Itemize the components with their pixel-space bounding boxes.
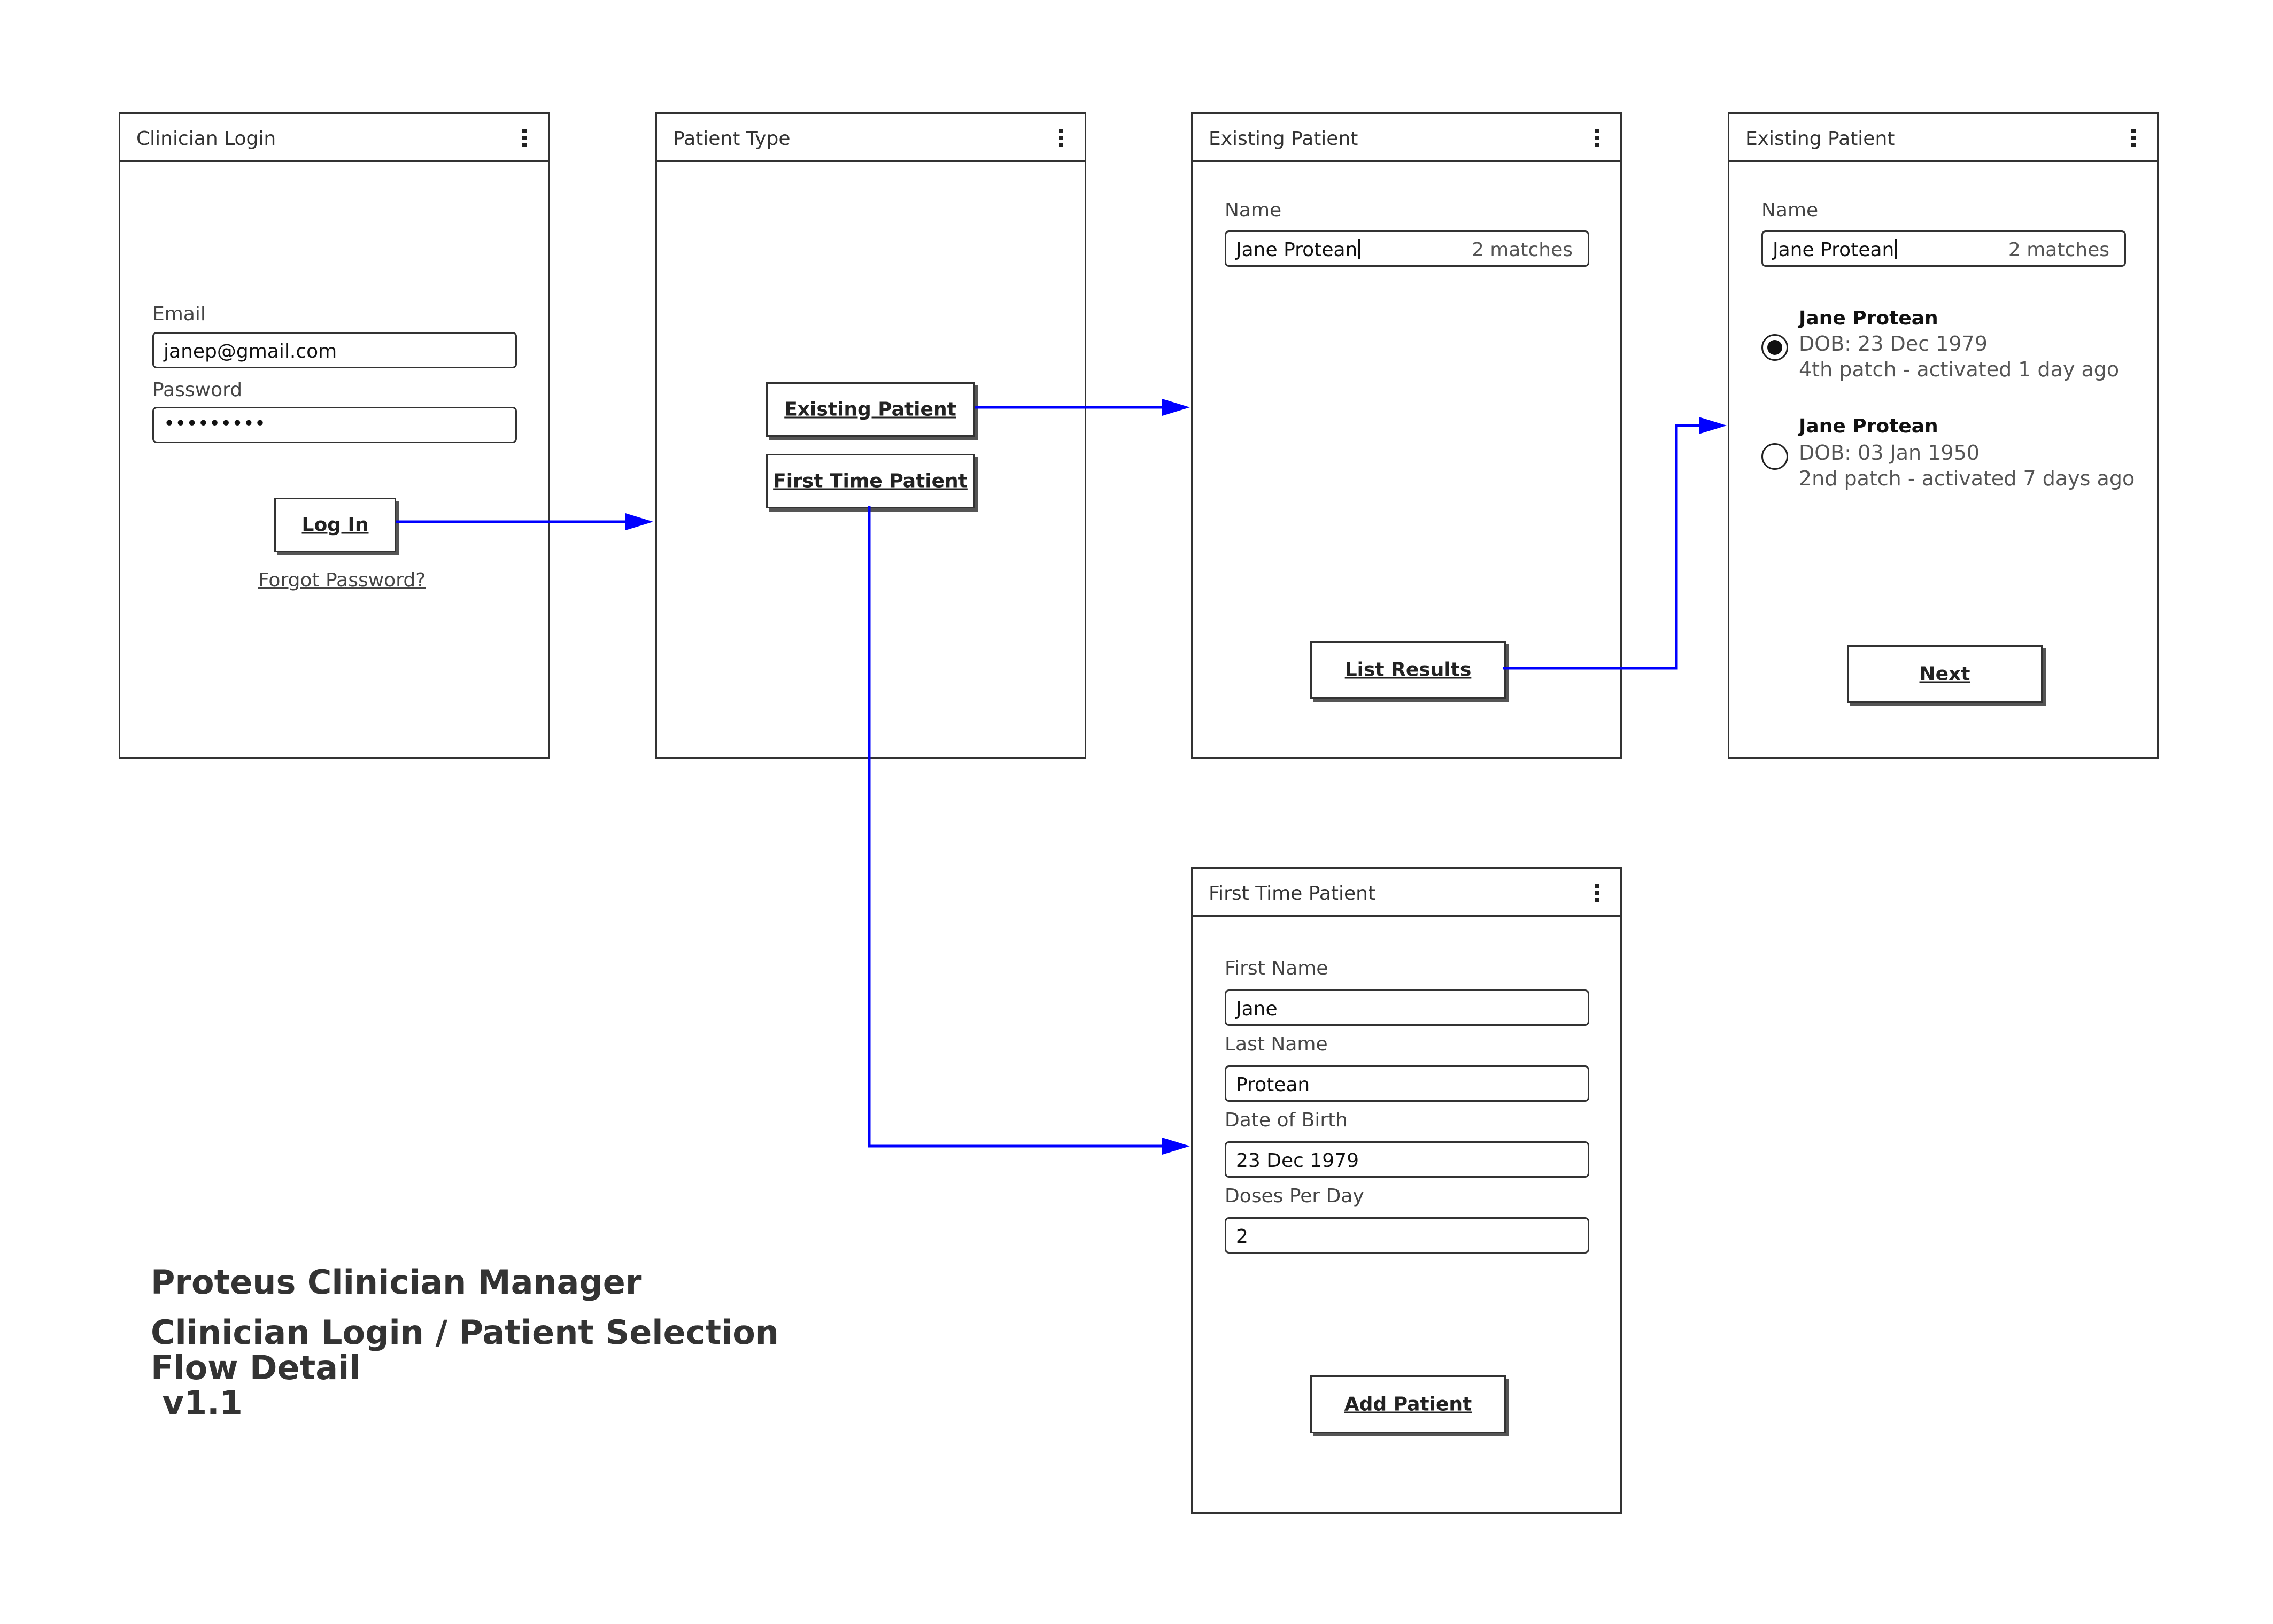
match-count: 2 matches: [1471, 239, 1573, 261]
result-dob-1: DOB: 23 Dec 1979: [1799, 332, 1988, 355]
password-field[interactable]: •••••••••: [152, 407, 517, 443]
arrowhead: [1162, 1138, 1190, 1155]
last-name-field[interactable]: Protean: [1225, 1065, 1589, 1102]
screen-header: Existing Patient: [1193, 114, 1620, 162]
screen-title: Existing Patient: [1745, 128, 1895, 150]
doses-field[interactable]: 2: [1225, 1217, 1589, 1254]
list-results-button-label: List Results: [1344, 659, 1472, 681]
diagram-subtitle-2: Flow Detail: [151, 1348, 361, 1387]
arrowhead: [1699, 417, 1727, 434]
first-name-label: First Name: [1225, 957, 1328, 979]
next-button[interactable]: Next: [1847, 645, 2043, 703]
forgot-password-link[interactable]: Forgot Password?: [258, 569, 426, 591]
screen-patient-type: Patient Type Existing Patient First Time…: [655, 112, 1086, 759]
screen-title: Existing Patient: [1209, 128, 1358, 150]
first-name-field[interactable]: Jane: [1225, 989, 1589, 1026]
kebab-menu-icon[interactable]: [522, 129, 527, 147]
name-search-input[interactable]: Jane Protean 2 matches: [1225, 230, 1589, 267]
result-radio-1[interactable]: [1761, 334, 1788, 361]
next-button-label: Next: [1919, 663, 1970, 685]
dob-field[interactable]: 23 Dec 1979: [1225, 1141, 1589, 1178]
screen-header: Patient Type: [657, 114, 1085, 162]
first-time-patient-button[interactable]: First Time Patient: [766, 454, 975, 508]
add-patient-button-label: Add Patient: [1344, 1393, 1472, 1416]
screen-title: Clinician Login: [136, 128, 276, 150]
diagram-version: v1.1: [151, 1383, 243, 1422]
last-name-label: Last Name: [1225, 1033, 1328, 1055]
password-value: •••••••••: [164, 413, 266, 435]
login-button[interactable]: Log In: [274, 498, 396, 552]
result-patch-1: 4th patch - activated 1 day ago: [1799, 358, 2120, 381]
last-name-value: Protean: [1236, 1074, 1310, 1096]
name-search-value: Jane Protean: [1773, 239, 1897, 261]
email-field[interactable]: janep@gmail.com: [152, 332, 517, 368]
diagram-title: Proteus Clinician Manager: [151, 1263, 642, 1302]
screen-title: First Time Patient: [1209, 883, 1376, 904]
password-label: Password: [152, 379, 243, 401]
dob-label: Date of Birth: [1225, 1109, 1348, 1131]
kebab-menu-icon[interactable]: [1059, 129, 1063, 147]
result-patch-2: 2nd patch - activated 7 days ago: [1799, 467, 2135, 490]
screen-clinician-login: Clinician Login Email janep@gmail.com Pa…: [119, 112, 550, 759]
result-name-1: Jane Protean: [1799, 307, 1938, 329]
list-results-button[interactable]: List Results: [1310, 641, 1506, 699]
kebab-menu-icon[interactable]: [1595, 884, 1599, 902]
name-label: Name: [1225, 199, 1282, 221]
result-name-2: Jane Protean: [1799, 415, 1938, 437]
result-radio-2[interactable]: [1761, 443, 1788, 470]
screen-header: First Time Patient: [1193, 869, 1620, 917]
arrowhead: [625, 513, 653, 530]
first-time-patient-button-label: First Time Patient: [773, 470, 968, 492]
dob-value: 23 Dec 1979: [1236, 1150, 1359, 1172]
diagram-subtitle: Clinician Login / Patient Selection: [151, 1313, 779, 1352]
screen-existing-patient-results: Existing Patient Name Jane Protean 2 mat…: [1728, 112, 2159, 759]
email-value: janep@gmail.com: [164, 341, 337, 362]
doses-label: Doses Per Day: [1225, 1185, 1364, 1207]
first-name-value: Jane: [1236, 998, 1278, 1020]
screen-title: Patient Type: [673, 128, 791, 150]
kebab-menu-icon[interactable]: [1595, 129, 1599, 147]
add-patient-button[interactable]: Add Patient: [1310, 1375, 1506, 1433]
screen-existing-patient-search: Existing Patient Name Jane Protean 2 mat…: [1191, 112, 1622, 759]
arrowhead: [1162, 399, 1190, 416]
name-search-input[interactable]: Jane Protean 2 matches: [1761, 230, 2126, 267]
existing-patient-button[interactable]: Existing Patient: [766, 382, 975, 437]
doses-value: 2: [1236, 1226, 1248, 1248]
name-label: Name: [1761, 199, 1819, 221]
existing-patient-button-label: Existing Patient: [784, 398, 956, 421]
screen-header: Existing Patient: [1729, 114, 2157, 162]
kebab-menu-icon[interactable]: [2131, 129, 2136, 147]
screen-first-time-patient: First Time Patient First Name Jane Last …: [1191, 867, 1622, 1514]
email-label: Email: [152, 303, 206, 325]
name-search-value: Jane Protean: [1236, 239, 1360, 261]
login-button-label: Log In: [301, 514, 369, 536]
match-count: 2 matches: [2008, 239, 2109, 261]
screen-header: Clinician Login: [120, 114, 548, 162]
result-dob-2: DOB: 03 Jan 1950: [1799, 441, 1980, 465]
